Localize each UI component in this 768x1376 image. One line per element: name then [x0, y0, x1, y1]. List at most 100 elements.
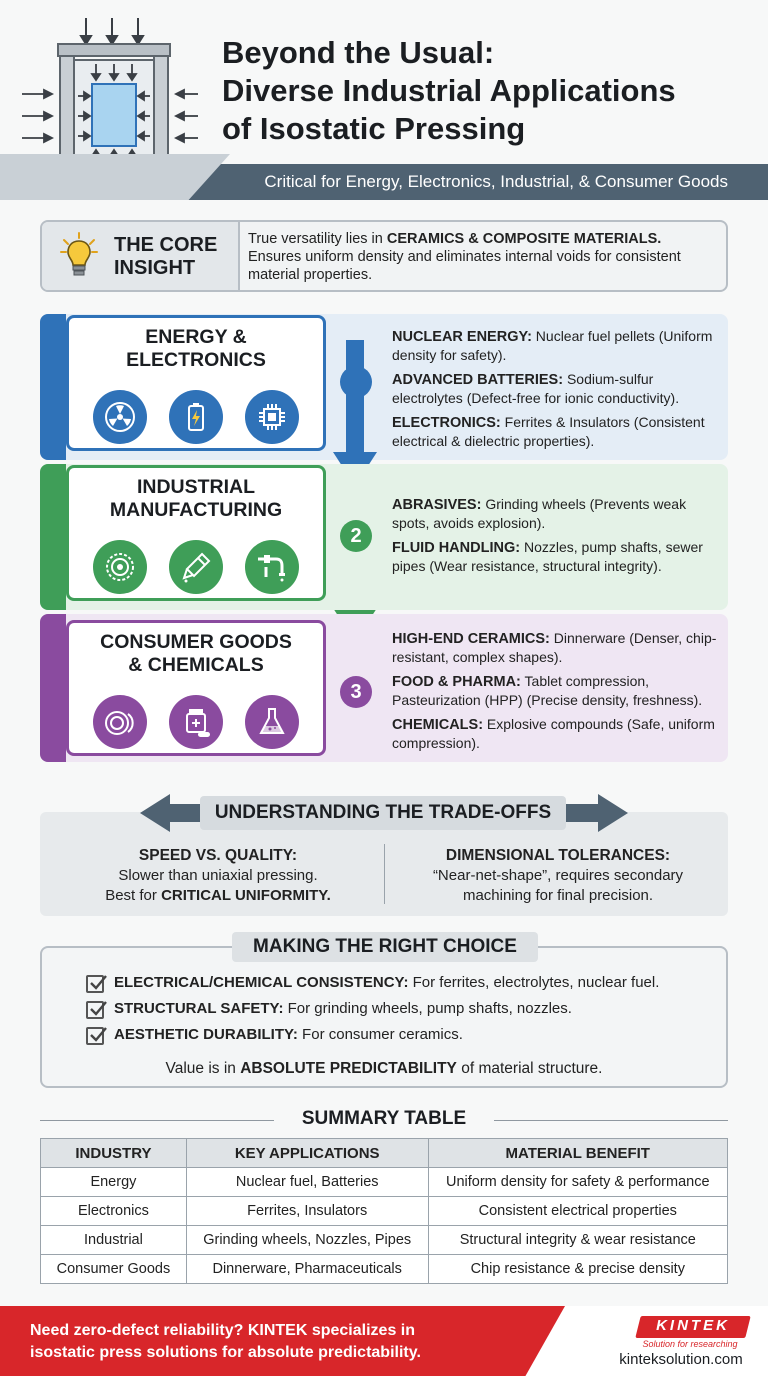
section-title-line: ENERGY &: [145, 326, 247, 348]
tradeoff-text: “Near-net-shape”, requires secondary: [432, 867, 684, 884]
list-item: CHEMICALS: Explosive compounds (Safe, un…: [392, 716, 722, 752]
table-row: Industrial Grinding wheels, Nozzles, Pip…: [40, 1225, 729, 1255]
tradeoffs-title: UNDERSTANDING THE TRADE-OFFS: [200, 796, 566, 830]
section-title-line: MANUFACTURING: [109, 499, 283, 521]
item-text: Ferrites & Insulators (Consistent electr…: [392, 414, 705, 449]
pill-bottle-icon: [169, 695, 223, 749]
tradeoff-heading: SPEED VS. QUALITY:: [138, 847, 298, 864]
item-text: Nozzles, pump shafts, sewer pipes (Wear …: [392, 539, 703, 574]
core-insight-text-emphasis: CERAMICS & COMPOSITE MATERIALS.: [386, 231, 662, 247]
conclusion-post: of material structure.: [456, 1060, 603, 1077]
choice-item: AESTHETIC DURABILITY: For consumer ceram…: [114, 1026, 463, 1043]
item-label: FOOD & PHARMA:: [392, 674, 521, 690]
item-label: HIGH-END CERAMICS:: [392, 631, 550, 647]
double-arrow-icon: [140, 794, 628, 832]
checkbox-icon: [86, 975, 107, 993]
item-label: ELECTRONICS:: [392, 415, 501, 431]
title-line: of Isostatic Pressing: [222, 111, 526, 146]
conclusion-emphasis: ABSOLUTE PREDICTABILITY: [240, 1060, 457, 1077]
nozzle-icon: [169, 540, 223, 594]
table-cell: Energy: [40, 1167, 187, 1197]
section-energy-card: ENERGY & ELECTRONICS: [66, 315, 326, 451]
tradeoff-text-emphasis: CRITICAL UNIFORMITY.: [161, 887, 331, 904]
choice-item-text: For grinding wheels, pump shafts, nozzle…: [283, 1000, 572, 1017]
summary-table: INDUSTRY KEY APPLICATIONS MATERIAL BENEF…: [40, 1138, 729, 1284]
tradeoff-text: machining for final precision.: [462, 887, 654, 904]
section-energy-items: NUCLEAR ENERGY: Nuclear fuel pellets (Un…: [392, 328, 722, 457]
section-title-line: INDUSTRIAL: [136, 476, 256, 498]
lightbulb-icon: [60, 232, 98, 276]
choice-item-label: AESTHETIC DURABILITY:: [114, 1026, 298, 1043]
core-insight-box: THE CORE INSIGHT True versatility lies i…: [40, 220, 728, 292]
footer-banner: [0, 1306, 565, 1376]
table-cell: Chip resistance & precise density: [427, 1254, 729, 1284]
table-row: Consumer Goods Dinnerware, Pharmaceutica…: [40, 1254, 729, 1284]
choice-item-text: For ferrites, electrolytes, nuclear fuel…: [408, 974, 660, 991]
section-title-line: ELECTRONICS: [126, 349, 266, 371]
table-cell: Industrial: [40, 1225, 187, 1255]
title-line: Beyond the Usual:: [222, 35, 495, 70]
checkbox-icon: [86, 1027, 107, 1045]
footer-cta: Need zero-defect reliability? KINTEK spe…: [30, 1320, 490, 1364]
tradeoff-text-pre: Best for: [105, 887, 162, 904]
tradeoff-speed-quality: SPEED VS. QUALITY: Slower than uniaxial …: [68, 846, 368, 906]
core-insight-text-pre: True versatility lies in: [248, 231, 387, 247]
section-energy-title: ENERGY & ELECTRONICS: [69, 326, 323, 372]
dinnerware-icon: [93, 695, 147, 749]
section-consumer-card: CONSUMER GOODS & CHEMICALS: [66, 620, 326, 756]
choice-item-label: STRUCTURAL SAFETY:: [114, 1000, 284, 1017]
core-insight-text-post: Ensures uniform density and eliminates i…: [248, 249, 681, 283]
table-cell: Ferrites, Insulators: [185, 1196, 429, 1226]
section-number-badge: 2: [340, 520, 372, 552]
item-text: Dinnerware (Denser, chip-resistant, comp…: [392, 630, 717, 665]
right-choice-conclusion: Value is in ABSOLUTE PREDICTABILITY of m…: [40, 1060, 728, 1078]
grinding-wheel-icon: [93, 540, 147, 594]
table-cell: Nuclear fuel, Batteries: [185, 1167, 429, 1197]
item-label: NUCLEAR ENERGY:: [392, 329, 532, 345]
core-insight-text: True versatility lies in CERAMICS & COMP…: [248, 230, 718, 284]
core-insight-label-box: THE CORE INSIGHT: [42, 222, 240, 290]
item-text: Sodium-sulfur electrolytes (Defect-free …: [392, 371, 680, 406]
choice-item: ELECTRICAL/CHEMICAL CONSISTENCY: For fer…: [114, 974, 659, 991]
item-label: FLUID HANDLING:: [392, 540, 521, 556]
kintek-logo-text: KINTEK: [656, 1317, 730, 1334]
core-insight-title: THE CORE INSIGHT: [114, 234, 217, 280]
table-cell: Uniform density for safety & performance: [427, 1167, 729, 1197]
list-item: NUCLEAR ENERGY: Nuclear fuel pellets (Un…: [392, 328, 722, 364]
subtitle-band-accent: [0, 154, 230, 200]
choice-item-text: For consumer ceramics.: [297, 1026, 463, 1043]
right-choice-panel: [40, 946, 728, 1088]
section-consumer-accent-bar: [40, 614, 66, 762]
column-header: INDUSTRY: [40, 1138, 187, 1168]
section-industrial-title: INDUSTRIAL MANUFACTURING: [69, 476, 323, 522]
core-insight-title-line: INSIGHT: [114, 257, 196, 279]
item-label: ADVANCED BATTERIES:: [392, 372, 564, 388]
conclusion-pre: Value is in: [165, 1060, 241, 1077]
pipe-faucet-icon: [245, 540, 299, 594]
item-text: Tablet compression, Pasteurization (HPP)…: [392, 673, 703, 708]
table-row: Energy Nuclear fuel, Batteries Uniform d…: [40, 1167, 729, 1197]
section-industrial-accent-bar: [40, 464, 66, 610]
page-subtitle: Critical for Energy, Electronics, Indust…: [264, 172, 728, 191]
list-item: FLUID HANDLING: Nozzles, pump shafts, se…: [392, 539, 722, 575]
item-label: ABRASIVES:: [392, 497, 482, 513]
list-item: ADVANCED BATTERIES: Sodium-sulfur electr…: [392, 371, 722, 407]
choice-item: STRUCTURAL SAFETY: For grinding wheels, …: [114, 1000, 572, 1017]
item-text: Nuclear fuel pellets (Uniform density fo…: [392, 328, 713, 363]
section-industrial-card: INDUSTRIAL MANUFACTURING: [66, 465, 326, 601]
table-cell: Consistent electrical properties: [427, 1196, 729, 1226]
radiation-icon: [93, 390, 147, 444]
column-header: KEY APPLICATIONS: [185, 1138, 429, 1168]
website-link[interactable]: kinteksolution.com: [619, 1351, 743, 1368]
table-cell: Grinding wheels, Nozzles, Pipes: [185, 1225, 429, 1255]
table-cell: Consumer Goods: [40, 1254, 187, 1284]
section-title-line: CONSUMER GOODS: [100, 631, 292, 653]
column-header: MATERIAL BENEFIT: [427, 1138, 729, 1168]
tradeoff-dimensional-tolerances: DIMENSIONAL TOLERANCES: “Near-net-shape”…: [408, 846, 708, 906]
section-industrial-items: ABRASIVES: Grinding wheels (Prevents wea…: [392, 496, 722, 582]
battery-icon: [169, 390, 223, 444]
right-choice-title: MAKING THE RIGHT CHOICE: [232, 932, 538, 962]
title-line: Diverse Industrial Applications: [222, 73, 676, 108]
checkbox-icon: [86, 1001, 107, 1019]
table-row: Electronics Ferrites, Insulators Consist…: [40, 1196, 729, 1226]
